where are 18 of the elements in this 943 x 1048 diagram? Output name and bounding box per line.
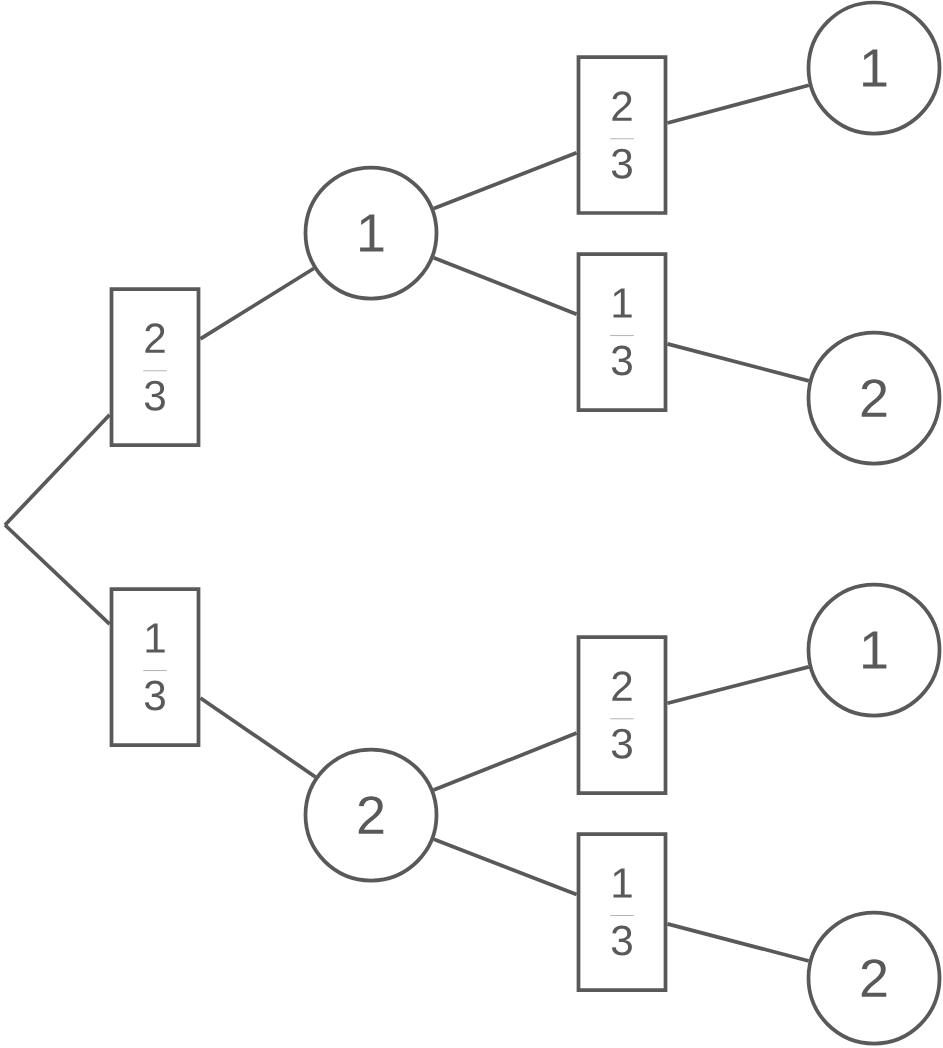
branch-line bbox=[666, 83, 810, 125]
probability-box: $\frac{1}{3}$ bbox=[109, 587, 201, 747]
branch-line bbox=[3, 523, 111, 626]
branch-line bbox=[199, 696, 317, 779]
branch-line bbox=[3, 413, 111, 527]
branch-line bbox=[433, 256, 578, 316]
branch-line bbox=[199, 266, 315, 341]
branch-line bbox=[432, 731, 578, 792]
branch-line bbox=[666, 342, 810, 383]
branch-line bbox=[666, 665, 810, 706]
probability-box: $\frac{1}{3}$ bbox=[576, 832, 668, 992]
probability-box: $\frac{2}{3}$ bbox=[576, 635, 668, 795]
probability-box: $\frac{1}{3}$ bbox=[576, 252, 668, 412]
branch-line bbox=[666, 922, 810, 963]
probability-box: $\frac{2}{3}$ bbox=[576, 55, 668, 215]
probability-box: $\frac{2}{3}$ bbox=[109, 287, 201, 447]
branch-line bbox=[433, 837, 578, 897]
branch-line bbox=[433, 150, 578, 211]
